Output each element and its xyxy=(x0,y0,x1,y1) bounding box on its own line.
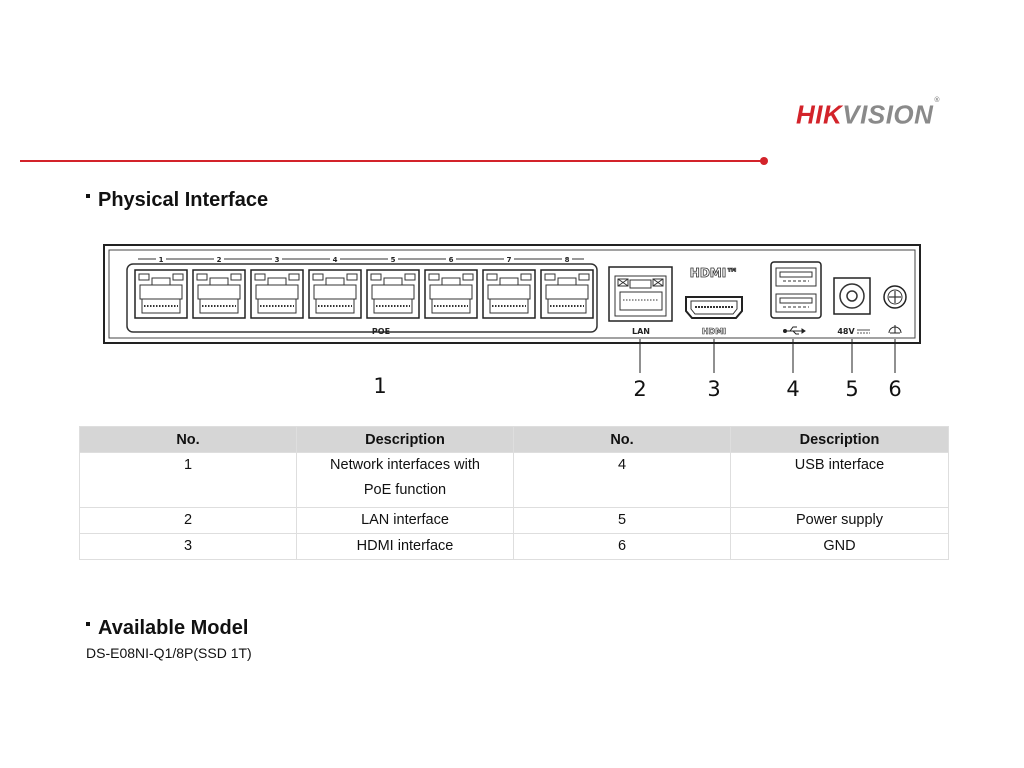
header-rule xyxy=(20,160,764,162)
bullet-icon xyxy=(86,621,90,626)
port-number-bg xyxy=(504,255,514,263)
poe-label: POE xyxy=(372,327,390,336)
section-title-physical-interface: Physical Interface xyxy=(86,189,268,212)
ground-icon xyxy=(888,325,902,334)
poe-port xyxy=(424,269,478,319)
table-cell: 6 xyxy=(513,533,731,560)
callout-5: 5 xyxy=(845,377,859,401)
device-rear-panel-diagram: 1 2 3 4 5 6 7 8 POE LAN HDMI™ HDMI xyxy=(103,244,921,373)
poe-port xyxy=(540,269,594,319)
table-row: 2 LAN interface 5 Power supply xyxy=(79,507,949,534)
header-rule-dot xyxy=(760,157,768,165)
port-numbers: 1 2 3 4 5 6 7 8 xyxy=(156,255,572,264)
hdmi-port xyxy=(685,296,743,319)
port-number-label: 3 xyxy=(275,256,280,264)
usb-ports xyxy=(770,261,822,319)
port-number-label: 5 xyxy=(391,256,396,264)
port-number-bg xyxy=(388,255,398,263)
table-header-row: No. Description No. Description xyxy=(79,426,949,453)
table-cell: 3 xyxy=(79,533,297,560)
poe-port xyxy=(134,269,188,319)
port-number-bg xyxy=(562,255,572,263)
poe-port xyxy=(308,269,362,319)
table-header-no: No. xyxy=(513,426,731,453)
physical-interface-heading: Physical Interface xyxy=(98,189,269,211)
port-number-label: 6 xyxy=(449,256,454,264)
port-number-bg xyxy=(214,255,224,263)
table-header-description: Description xyxy=(296,426,514,453)
poe-group-frame xyxy=(126,263,598,333)
table-cell: 4 xyxy=(513,452,731,508)
port-number-label: 7 xyxy=(507,256,512,264)
table-cell: Network interfaces with PoE function xyxy=(296,452,514,508)
port-number-label: 2 xyxy=(217,256,222,264)
port-number-bg xyxy=(330,255,340,263)
callout-2: 2 xyxy=(633,377,647,401)
table-cell: LAN interface xyxy=(296,507,514,534)
table-cell: 2 xyxy=(79,507,297,534)
port-number-bg xyxy=(446,255,456,263)
section-title-available-model: Available Model xyxy=(86,617,248,640)
table-row: 3 HDMI interface 6 GND xyxy=(79,533,949,560)
power-jack xyxy=(833,277,871,315)
model-number: DS-E08NI-Q1/8P(SSD 1T) xyxy=(86,645,252,661)
poe-ports xyxy=(134,269,594,319)
port-number-bg xyxy=(156,255,166,263)
table-cell: HDMI interface xyxy=(296,533,514,560)
table-header-description: Description xyxy=(730,426,949,453)
port-number-label: 1 xyxy=(159,256,164,264)
table-header-no: No. xyxy=(79,426,297,453)
table-cell: 1 xyxy=(79,452,297,508)
registered-mark: ® xyxy=(934,97,941,104)
hdmi-logo: HDMI™ xyxy=(690,266,738,280)
poe-port xyxy=(366,269,420,319)
port-number-bg xyxy=(272,255,282,263)
table-cell: Power supply xyxy=(730,507,949,534)
lan-label: LAN xyxy=(632,327,650,336)
available-model-heading: Available Model xyxy=(98,617,249,639)
interface-table: No. Description No. Description 1 Networ… xyxy=(79,426,949,560)
poe-port xyxy=(192,269,246,319)
lan-port xyxy=(608,266,673,322)
logo-part-vision: VISION xyxy=(842,99,934,130)
table-cell: 5 xyxy=(513,507,731,534)
power-label: 48V xyxy=(837,327,855,336)
callout-4: 4 xyxy=(786,377,800,401)
port-number-label: 8 xyxy=(565,256,570,264)
callout-1: 1 xyxy=(373,374,387,398)
hdmi-label: HDMI xyxy=(702,327,726,336)
callout-lines xyxy=(639,339,896,373)
poe-port xyxy=(482,269,536,319)
logo-part-hik: HIK xyxy=(796,99,843,130)
table-cell: USB interface xyxy=(730,452,949,508)
chassis-inner-outline xyxy=(108,249,916,339)
callout-6: 6 xyxy=(888,377,902,401)
poe-port xyxy=(250,269,304,319)
bullet-icon xyxy=(86,193,90,198)
usb-icon xyxy=(783,326,806,335)
callout-3: 3 xyxy=(707,377,721,401)
port-number-label: 4 xyxy=(333,256,338,264)
dc-symbol xyxy=(857,329,870,334)
hikvision-logo: HIKVISION® xyxy=(796,97,941,130)
table-cell: GND xyxy=(730,533,949,560)
table-row: 1 Network interfaces with PoE function 4… xyxy=(79,452,949,508)
ground-screw xyxy=(883,285,907,309)
